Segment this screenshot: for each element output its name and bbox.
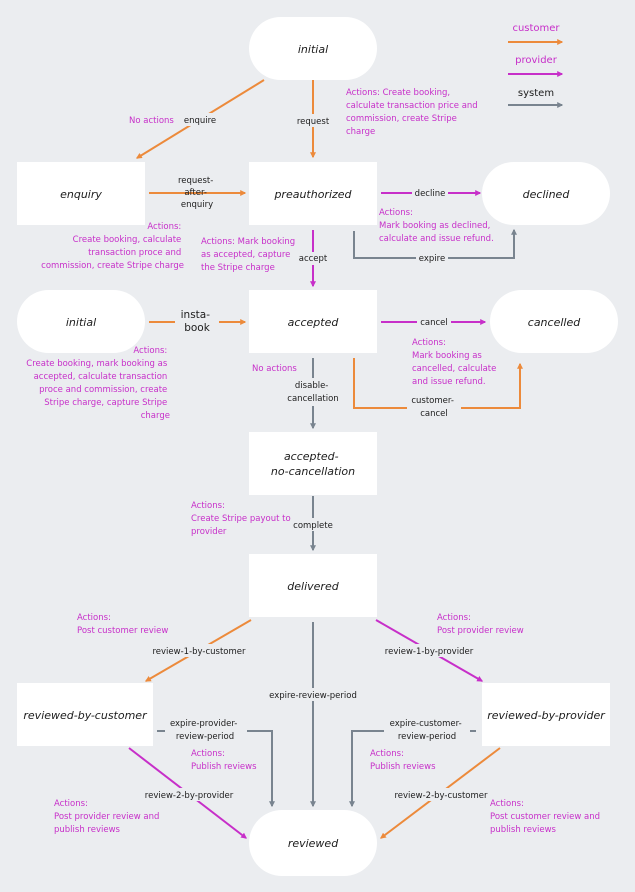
note-enquiry-actions: Actions: Create booking, calculate trans… [41, 222, 184, 271]
state-declined: declined [482, 162, 610, 225]
state-nodes: initial enquiry preauthorized declined i… [17, 17, 618, 876]
note-complete-actions: Actions: Create Stripe payout to provide… [191, 501, 293, 537]
state-initial-left: initial [17, 290, 145, 353]
label-expire: expire [419, 254, 445, 264]
state-label: cancelled [528, 316, 581, 329]
label-expire-customer-review-period: expire-customer- review-period [390, 719, 465, 742]
state-preauthorized: preauthorized [249, 162, 377, 225]
state-initial-top: initial [249, 17, 377, 80]
state-label: initial [66, 316, 96, 329]
label-accept: accept [299, 254, 328, 264]
note-provider-review-publish: Actions: Post provider review and publis… [54, 799, 162, 835]
label-customer-cancel: customer- cancel [411, 396, 456, 419]
state-reviewed: reviewed [249, 810, 377, 876]
action-notes: No actions Actions: Create booking, calc… [26, 88, 603, 835]
state-label: reviewed-by-provider [487, 709, 606, 722]
label-complete: complete [293, 521, 333, 531]
state-label: enquiry [60, 188, 102, 201]
label-review-1-by-provider: review-1-by-provider [385, 647, 474, 657]
legend-customer-label: customer [512, 23, 560, 34]
legend: customer provider system [508, 23, 564, 108]
note-publish-right: Actions: Publish reviews [370, 749, 436, 772]
legend-provider-label: provider [515, 55, 558, 66]
label-disable-cancellation: disable- cancellation [287, 381, 338, 404]
note-provider-review-actions: Actions: Post provider review [437, 613, 524, 636]
label-cancel: cancel [420, 318, 448, 328]
label-decline: decline [415, 189, 446, 199]
note-customer-review-actions: Actions: Post customer review [77, 613, 168, 636]
state-reviewed-by-customer: reviewed-by-customer [17, 683, 153, 746]
state-accepted: accepted [249, 290, 377, 353]
note-publish-left: Actions: Publish reviews [191, 749, 257, 772]
label-review-1-by-customer: review-1-by-customer [152, 647, 246, 657]
edge-labels: enquire request request- after- enquiry … [140, 113, 492, 801]
state-label: initial [298, 43, 328, 56]
note-no-actions-disable: No actions [252, 364, 297, 374]
note-cancel-actions: Actions: Mark booking as cancelled, calc… [412, 338, 499, 387]
label-enquire: enquire [184, 116, 216, 126]
state-cancelled: cancelled [490, 290, 618, 353]
state-label: accepted [288, 316, 340, 329]
label-insta-book: insta- book [181, 309, 214, 334]
state-label: declined [523, 188, 571, 201]
label-review-2-by-customer: review-2-by-customer [394, 791, 488, 801]
label-expire-review-period: expire-review-period [269, 691, 357, 701]
note-no-actions-enquire: No actions [129, 116, 174, 126]
label-review-2-by-provider: review-2-by-provider [145, 791, 234, 801]
label-request: request [297, 117, 330, 127]
state-label: accepted- no-cancellation [271, 450, 355, 478]
state-label: reviewed-by-customer [23, 709, 148, 722]
note-decline-actions: Actions: Mark booking as declined, calcu… [379, 208, 494, 244]
state-label: preauthorized [273, 188, 352, 201]
legend-system-label: system [518, 88, 554, 99]
label-request-after-enquiry: request- after- enquiry [178, 176, 216, 210]
state-accepted-no-cancellation: accepted- no-cancellation [249, 432, 377, 495]
note-customer-review-publish: Actions: Post customer review and publis… [490, 799, 603, 835]
label-expire-provider-review-period: expire-provider- review-period [170, 719, 240, 742]
state-reviewed-by-provider: reviewed-by-provider [482, 683, 610, 746]
state-label: reviewed [288, 837, 339, 850]
note-insta-book-actions: Actions: Create booking, mark booking as… [26, 346, 170, 421]
state-delivered: delivered [249, 554, 377, 617]
state-label: delivered [287, 580, 339, 593]
state-enquiry: enquiry [17, 162, 145, 225]
note-request-actions: Actions: Create booking, calculate trans… [346, 88, 480, 137]
note-accept-actions: Actions: Mark booking as accepted, captu… [201, 237, 298, 273]
